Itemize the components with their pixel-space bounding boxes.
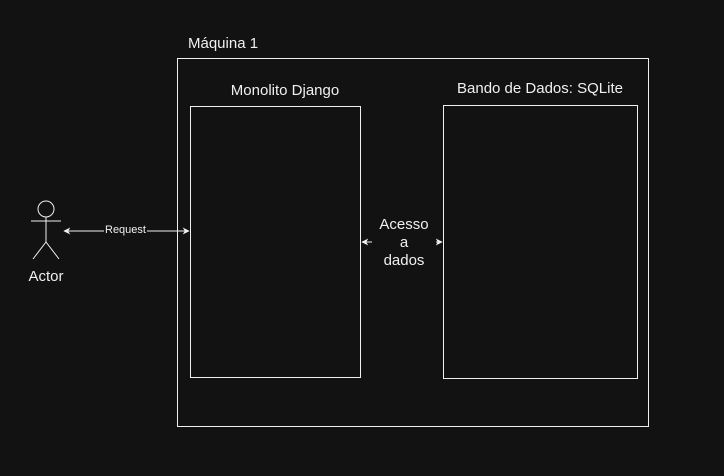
django-label: Monolito Django [230, 82, 340, 99]
database-box[interactable] [443, 105, 638, 379]
data-access-label-line2: a [399, 234, 409, 251]
django-box[interactable] [190, 106, 361, 378]
machine-label: Máquina 1 [188, 35, 259, 52]
data-access-label-line3: dados [383, 252, 425, 269]
actor-icon[interactable] [31, 200, 61, 260]
data-access-label-line1: Acesso [379, 216, 429, 233]
database-label: Bando de Dados: SQLite [457, 80, 623, 97]
actor-label: Actor [28, 268, 64, 285]
request-edge-label: Request [104, 224, 147, 236]
machine-box[interactable] [177, 58, 649, 427]
data-access-label: Acesso a dados [372, 216, 436, 270]
